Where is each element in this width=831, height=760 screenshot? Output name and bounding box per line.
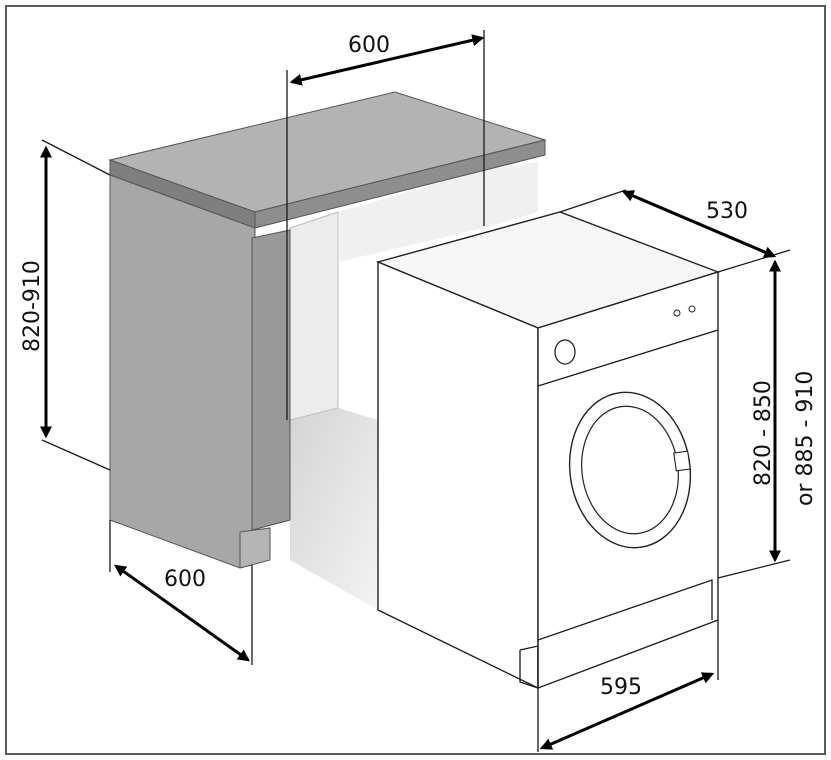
door-handle [673, 450, 691, 472]
label-machine-depth: 530 [706, 199, 748, 224]
arrow-cabinet-depth [114, 564, 250, 662]
worktop-side-edge [254, 139, 546, 229]
label-machine-height-line2: or 885 - 910 [793, 371, 818, 506]
label-cabinet-depth: 600 [164, 567, 206, 592]
ext-line-height-bottom [41, 439, 111, 471]
control-panel-divider [537, 329, 719, 387]
arrow-machine-width [539, 672, 715, 750]
arrow-machine-depth [621, 190, 777, 258]
floor-shadow [290, 408, 378, 610]
label-worktop-width: 600 [348, 33, 390, 58]
ext-line-mdepth-1 [559, 189, 627, 213]
ext-line-height-top [41, 139, 111, 176]
label-machine-height-line1: 820 - 850 [751, 380, 776, 486]
cabinet-side-edge [251, 229, 291, 531]
frame-border [5, 5, 826, 755]
cabinet-plinth-notch [239, 527, 271, 569]
label-machine-width: 595 [600, 675, 642, 700]
ext-line-mdepth-2 [717, 249, 791, 273]
machine-left-side [377, 260, 539, 690]
arrow-worktop-width [289, 34, 485, 86]
machine-plinth-line [537, 579, 713, 641]
control-button-1 [673, 309, 681, 317]
alcove-side-wall [338, 162, 538, 262]
detergent-drawer-knob [554, 339, 576, 365]
alcove-back-wall [289, 211, 339, 421]
control-button-2 [688, 305, 696, 313]
ext-line-mheight-bottom [717, 559, 791, 579]
label-cabinet-height: 820-910 [20, 260, 45, 352]
